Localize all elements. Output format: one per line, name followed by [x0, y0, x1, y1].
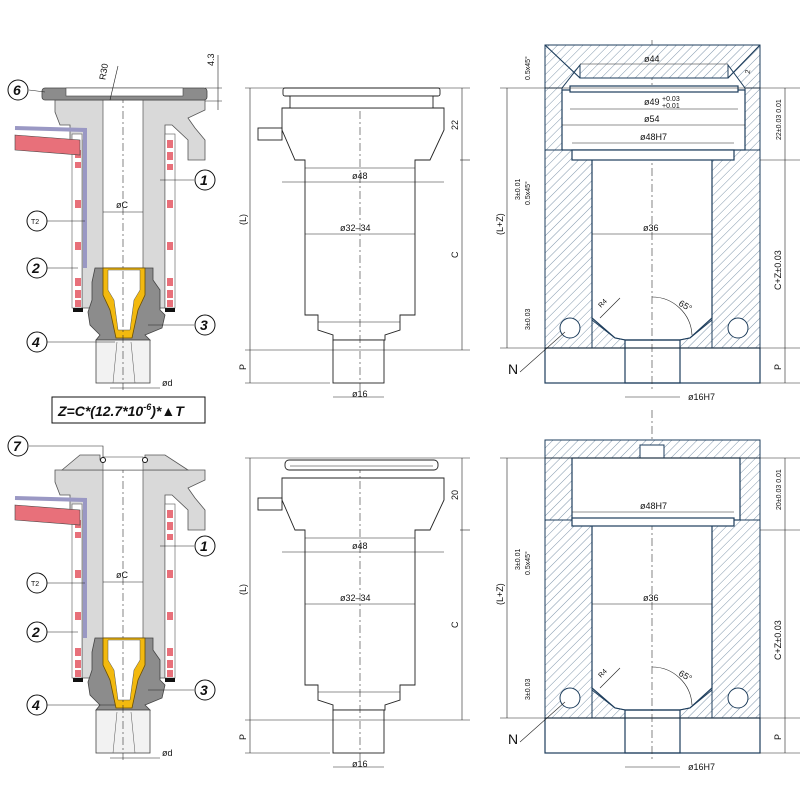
dim-phi16: ø16 [352, 759, 368, 769]
tol-3-003: 3±0.03 [525, 309, 532, 330]
dim-phi44: ø44 [644, 54, 660, 64]
dim-phi49: ø49 [644, 97, 660, 107]
callout-t2: T2 [31, 581, 39, 588]
mold-section-top: ø44 ø49 +0.03 +0.01 ø54 ø48H7 0.5x45° 2 … [495, 39, 800, 402]
dim-4-3: 4.3 [206, 53, 216, 66]
callout-6: 6 [13, 82, 21, 98]
dim-phi48: ø48 [352, 541, 368, 551]
dim-phi48h7: ø48H7 [640, 501, 667, 511]
formula-exponent: -6 [143, 402, 152, 412]
phi-c-label: øC [116, 200, 128, 210]
formula-box: Z=C*(12.7*10-6)*▲T [51, 396, 206, 424]
dim-L-plus-Z: (L+Z) [495, 583, 505, 605]
callout-1: 1 [200, 172, 208, 188]
dim-phi36: ø36 [643, 223, 659, 233]
dim-phi16h7: ø16H7 [688, 392, 715, 402]
phi-c-label: øC [116, 570, 128, 580]
callout-t2: T2 [31, 219, 39, 226]
phi-d-label: ød [162, 748, 173, 758]
r4-label: R4 [597, 668, 608, 679]
dim-C: C [450, 251, 460, 258]
dim-phi16: ø16 [352, 389, 368, 399]
callout-7: 7 [13, 438, 22, 454]
dim-phi32: ø32–34 [340, 593, 371, 603]
nozzle-section-bottom: øC ød [14, 454, 206, 761]
thermocouple-lead [14, 496, 87, 638]
dim-height: 22±0.03 0.01 [776, 99, 783, 140]
callout-2: 2 [31, 260, 40, 276]
dim-P: P [238, 734, 248, 740]
dim-P: P [773, 734, 783, 740]
callout-1: 1 [200, 538, 208, 554]
dim-phi48h7: ø48H7 [640, 132, 667, 142]
dim-phi36: ø36 [643, 593, 659, 603]
tol-3-003: 3±0.03 [525, 679, 532, 700]
tol-3-001: 3±0.01 [515, 549, 522, 570]
tol49-lower: +0.01 [662, 103, 680, 110]
dim-P: P [773, 364, 783, 370]
dim-phi16h7: ø16H7 [688, 762, 715, 772]
dim-L-plus-Z: (L+Z) [495, 213, 505, 235]
callouts-bottom: 7 1 T2 2 3 4 [7, 435, 216, 716]
callout-3: 3 [200, 682, 208, 698]
dim-height: 20±0.03 0.01 [776, 469, 783, 510]
callout-3: 3 [200, 317, 208, 333]
dim-phi54: ø54 [644, 114, 660, 124]
svg-text:Z=C*(12.7*10-6)*▲T: Z=C*(12.7*10-6)*▲T [57, 402, 185, 419]
dim-2: 2 [745, 69, 753, 74]
dim-phi48: ø48 [352, 171, 368, 181]
dim-C-plus-Z: C+Z±0.03 [773, 620, 783, 660]
dim-height: 20 [450, 490, 460, 500]
heater-lead [14, 134, 81, 156]
callout-2: 2 [31, 624, 40, 640]
dim-P: P [238, 364, 248, 370]
side-view-top: (L) P 22 C ø48 ø32–34 ø16 [238, 87, 470, 399]
formula-tail: )*▲T [149, 403, 185, 419]
chamfer-0-5: 0.5x45° [524, 551, 532, 575]
dim-phi32: ø32–34 [340, 223, 371, 233]
nozzle-section-top: R30 4.3 øC ød [14, 53, 222, 391]
dim-C-plus-Z: C+Z±0.03 [773, 250, 783, 290]
callout-4: 4 [31, 334, 40, 350]
dim-height: 22 [450, 120, 460, 130]
phi-d-label: ød [162, 378, 173, 388]
mold-section-bottom: ø48H7 (L+Z) 20±0.03 0.01 C+Z±0.03 P 3±0.… [495, 409, 800, 772]
dim-L: (L) [238, 214, 248, 225]
thermocouple-lead [14, 126, 87, 268]
side-view-bottom: (L) P 20 C ø48 ø32–34 ø16 [238, 457, 470, 769]
N-label: N [508, 731, 518, 747]
tol-3-001: 3±0.01 [515, 179, 522, 200]
callout-4: 4 [31, 697, 40, 713]
callouts-top: 6 1 T2 2 3 4 [7, 79, 216, 353]
N-label: N [508, 361, 518, 377]
dim-C: C [450, 621, 460, 628]
tol49-upper: +0.03 [662, 96, 680, 103]
formula-text: Z=C*(12.7*10 [57, 403, 143, 419]
chamfer-top: 0.5x45° [524, 56, 532, 80]
r30-label: R30 [97, 63, 110, 81]
dim-L: (L) [238, 584, 248, 595]
r4-label: R4 [597, 298, 608, 309]
heater-lead [14, 504, 81, 526]
chamfer-0-5: 0.5x45° [524, 181, 532, 205]
